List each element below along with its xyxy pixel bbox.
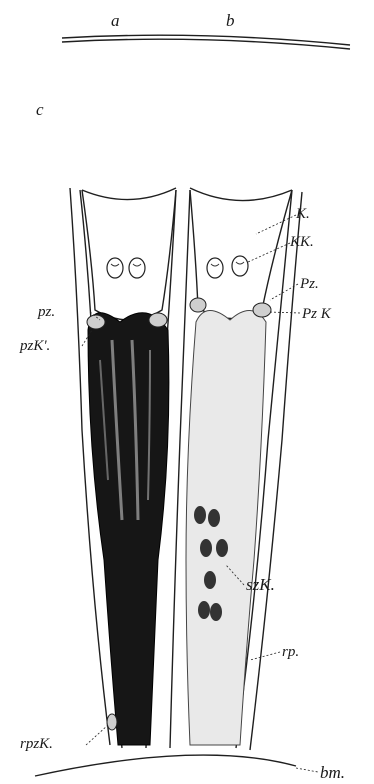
cup-nuclei bbox=[107, 256, 248, 278]
label-kk: KK. bbox=[289, 234, 314, 250]
basement-membrane bbox=[35, 755, 296, 776]
light-cell-b bbox=[186, 310, 266, 745]
label-szk: szK. bbox=[246, 575, 275, 594]
label-pzk-right: Pz K bbox=[301, 306, 332, 322]
label-pzk-left: pzK'. bbox=[19, 338, 50, 354]
dark-cell-a bbox=[88, 313, 169, 745]
label-c: c bbox=[36, 100, 44, 119]
label-pz-right: Pz. bbox=[299, 276, 319, 292]
surface-line bbox=[62, 35, 350, 49]
label-top-b: b bbox=[226, 11, 235, 30]
label-rp: rp. bbox=[282, 644, 299, 660]
label-rpzk: rpzK. bbox=[20, 736, 53, 752]
label-top-a: a bbox=[111, 11, 120, 30]
label-bm: bm. bbox=[320, 763, 345, 782]
label-pz-left: pz. bbox=[37, 304, 55, 320]
label-k: K. bbox=[295, 206, 310, 222]
